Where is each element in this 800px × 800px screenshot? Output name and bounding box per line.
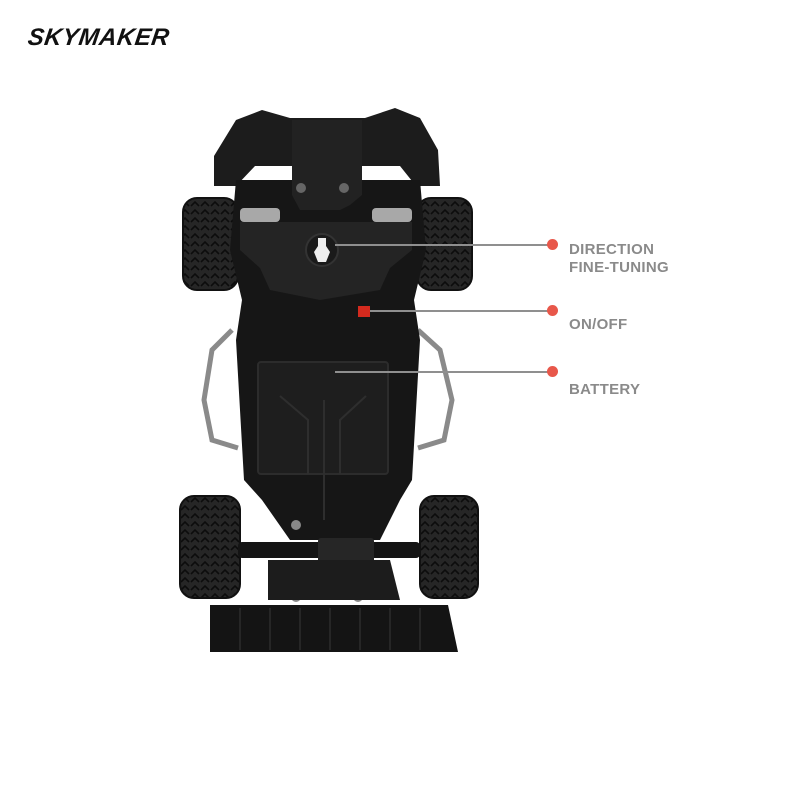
callout-label-onoff: ON/OFF — [569, 316, 628, 333]
callout-dot-onoff — [547, 305, 558, 316]
callout-label-direction: DIRECTION FINE-TUNING — [569, 241, 669, 276]
callout-dot-battery — [547, 366, 558, 377]
callout-line-battery — [335, 371, 553, 373]
callout-label-battery: BATTERY — [569, 381, 641, 398]
callout-line-direction — [335, 244, 553, 246]
rear-left-wheel — [179, 495, 241, 599]
rear-right-wheel — [419, 495, 479, 599]
callout-line-onoff — [370, 310, 553, 312]
callout-dot-direction — [547, 239, 558, 250]
front-left-wheel — [182, 197, 239, 291]
